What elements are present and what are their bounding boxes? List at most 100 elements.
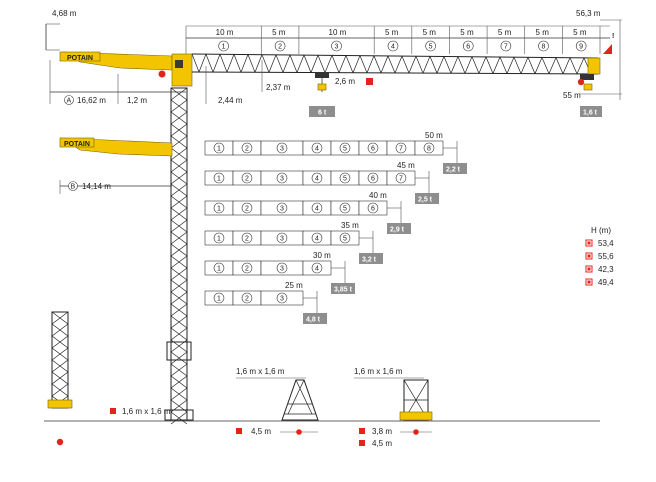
config-load: 3,2 t: [362, 257, 377, 264]
counter-length-b: 14,14 m: [82, 182, 111, 191]
base2-icon-2: [359, 440, 365, 446]
config-load-badge: [359, 253, 383, 264]
jib-segment-length: 5 m: [385, 28, 399, 37]
mast-section-label: 1,6 m x 1,6 m: [110, 407, 171, 416]
jib-segment-number-icon: [538, 40, 549, 52]
base-1: 1,6 m x 1,6 m 4,5 m: [236, 367, 319, 436]
config-segment-number: 5: [343, 236, 347, 243]
jib-segment-number-icon: [387, 40, 399, 52]
cab-window: [175, 60, 183, 68]
config-segment-number: 5: [343, 206, 347, 213]
max-load: 6 t: [318, 110, 327, 117]
config-segment-icon: [395, 142, 407, 154]
config-load-badge: [303, 313, 327, 324]
jib-segment-length: 5 m: [498, 28, 512, 37]
config-segment-icon: [276, 172, 288, 184]
config-segment-number: 3: [280, 296, 284, 303]
jib-segment-number: 9: [579, 44, 583, 51]
config-segment-icon: [311, 262, 323, 274]
jib-segment-number-icon: [331, 40, 342, 52]
config-segment-number: 3: [280, 266, 284, 273]
tip-warning-icon: [577, 78, 585, 86]
jib-segment-length: 10 m: [329, 28, 347, 37]
config-segment-icon: [423, 142, 435, 154]
trolley-dimension: 2,6 m: [335, 77, 355, 86]
config-segment-number: 2: [245, 296, 249, 303]
config-segment-number: 2: [245, 206, 249, 213]
config-load: 2,5 t: [418, 197, 433, 204]
height-value: 49,4: [598, 278, 614, 287]
counter-jib-head: [59, 51, 101, 62]
config-segment-icon: [339, 202, 351, 214]
config-segment-icon: [241, 262, 253, 274]
main-tower: [164, 87, 194, 425]
jib-segment-length: 5 m: [272, 28, 286, 37]
config-segment-icon: [367, 202, 379, 214]
config-segment-number: 4: [315, 236, 319, 243]
height-value: 53,4: [598, 239, 614, 248]
config-segment-icon: [367, 172, 379, 184]
height-title: H (m): [591, 226, 611, 235]
config-segment-icon: [241, 202, 253, 214]
jib-segment-number-icon: [425, 40, 436, 52]
config-segment-icon: [276, 262, 288, 274]
jib-segment-length: 5 m: [460, 28, 474, 37]
config-segment-icon: [339, 172, 351, 184]
total-height-label: 56,3 m: [576, 9, 601, 18]
config-segment-icon: [339, 232, 351, 244]
jib-bottom-chord: [191, 71, 599, 75]
tip-trolley: [580, 74, 594, 80]
config-load: 2,9 t: [390, 227, 405, 234]
config-load-badge: [443, 163, 467, 174]
config-radius: 35 m: [341, 221, 359, 230]
config-segment-number: 1: [217, 266, 221, 273]
config-segment-icon: [367, 142, 379, 154]
offset-2: 2,44 m: [218, 96, 243, 105]
base2-center-icon: [413, 429, 419, 435]
mast-icon: [110, 408, 116, 414]
tip-radius: 55 m: [563, 91, 581, 100]
config-segment-number: 7: [399, 176, 403, 183]
jib-segment-number-icon: [462, 40, 474, 52]
config-radius: 50 m: [425, 131, 443, 140]
red-marker: [366, 78, 373, 85]
config-radius: 30 m: [313, 251, 331, 260]
jib-segment-number-icon: [500, 40, 512, 52]
config-segment-icon: [311, 142, 323, 154]
config-segment-number: 6: [371, 176, 375, 183]
max-load-badge: [309, 106, 335, 117]
jib-segment-number: 7: [504, 44, 508, 51]
brand-label: POTAIN: [67, 55, 93, 62]
config-segment-icon: [213, 292, 225, 304]
config-segment-icon: [311, 172, 323, 184]
top-crane: POTAIN: [59, 51, 601, 92]
jib-tip: [587, 57, 601, 75]
config-segment-icon: [241, 172, 253, 184]
config-segment-number: 3: [280, 176, 284, 183]
config-segment-icon: [241, 292, 253, 304]
jib-segment-number: 8: [542, 44, 546, 51]
warning-icon: [158, 70, 166, 78]
jib-segment-number: 1: [222, 44, 226, 51]
base1-icon: [236, 428, 242, 434]
brand-label-b: POTAIN: [64, 141, 90, 148]
config-segment-number: 3: [280, 236, 284, 243]
jib-segment-number: 4: [391, 44, 395, 51]
config-segment-number: 2: [245, 236, 249, 243]
config-segment-icon: [241, 232, 253, 244]
config-segment-number: 7: [399, 146, 403, 153]
base1-center-icon: [296, 429, 302, 435]
config-segment-number: 4: [315, 266, 319, 273]
jib-segment-number-icon: [575, 40, 587, 52]
base1-section: 1,6 m x 1,6 m: [236, 367, 285, 376]
height-warning-icon: [603, 44, 612, 54]
mast-warning-icon: [56, 438, 64, 446]
config-segment-number: 2: [245, 146, 249, 153]
height-table: H (m) 53,455,642,349,4: [585, 226, 614, 287]
config-segment-number: 3: [280, 146, 284, 153]
jib-segment-number: 2: [278, 44, 282, 51]
config-segment-number: 1: [217, 206, 221, 213]
